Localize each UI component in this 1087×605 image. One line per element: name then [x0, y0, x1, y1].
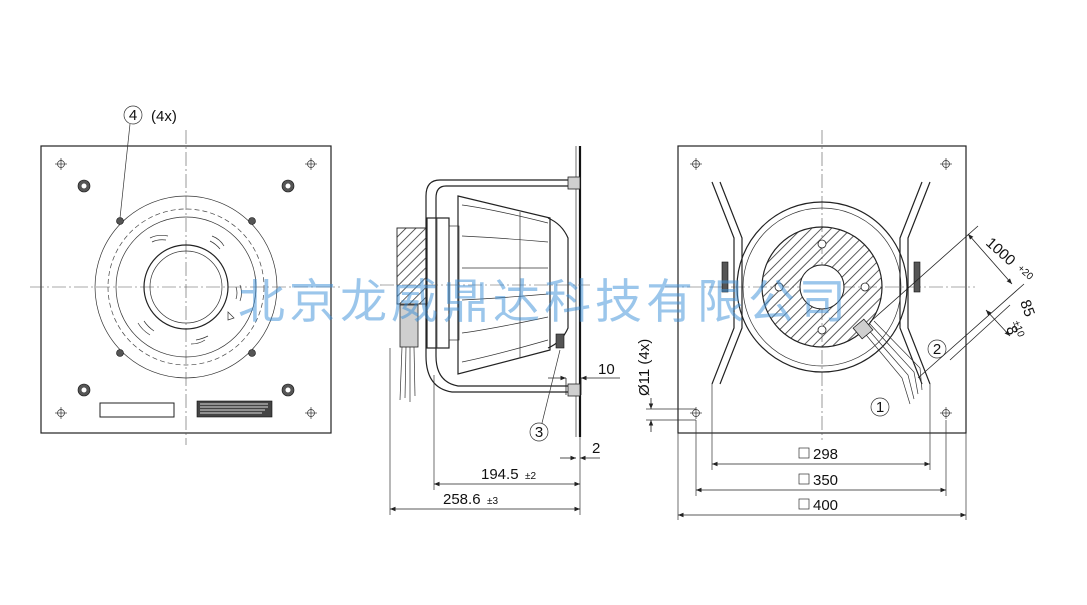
motor-heatsink [396, 227, 428, 305]
callout-4-qty: (4x) [151, 108, 177, 125]
dim-350: 350 [813, 472, 838, 489]
callout-4-circle [123, 105, 143, 125]
dim-194-5: 194.5 [481, 466, 519, 483]
callout-2-number: 2 [933, 341, 941, 358]
callout-4-number: 4 [129, 107, 137, 124]
side-frame-lower [425, 179, 570, 393]
callout-3-number: 3 [535, 424, 543, 441]
rear-motor-hub [799, 264, 845, 310]
ring-holes [116, 217, 256, 357]
callout-1-circle [870, 397, 890, 417]
side-frame-upper [440, 179, 570, 187]
side-view: 3 10 2 194.5 ±2 258.6 ±3 [380, 146, 620, 515]
dim-298: 298 [813, 446, 838, 463]
inlet-ring-dashed [107, 208, 265, 366]
rear-ring-outer [736, 201, 908, 373]
dim-258-6: 258.6 [443, 491, 481, 508]
rear-cables [861, 320, 923, 405]
company-watermark: 北京龙威鼎达科技有限公司 [238, 275, 850, 330]
label-plate-right [196, 400, 273, 418]
dim-2: 2 [592, 440, 600, 457]
front-blades [137, 234, 242, 345]
callout-3-leader [541, 349, 561, 424]
callout-2-circle [927, 339, 947, 359]
front-mounting-holes [55, 158, 317, 419]
rear-motor-bolts [774, 239, 870, 335]
dim-hole-diameter: Ø11 (4x) [636, 339, 653, 396]
cable-gland [399, 304, 419, 348]
dim-258-6-tol: ±3 [487, 496, 498, 507]
cable-length-dim [869, 225, 1025, 379]
impeller-body [457, 195, 551, 375]
rear-mounting-holes [690, 158, 952, 419]
dim-85-tol: ±10 [1010, 319, 1026, 339]
cables-side [399, 346, 416, 402]
dim-1000: 1000 [982, 234, 1018, 269]
dim-10: 10 [598, 361, 615, 378]
label-plate-left [99, 402, 175, 418]
dim-85: 85 [1016, 298, 1038, 319]
inlet-ring-outer [94, 195, 278, 379]
hub-outer [143, 244, 229, 330]
part-3-component [555, 333, 565, 349]
dim-194-5-tol: ±2 [525, 471, 536, 482]
front-view: 4 (4x) [30, 105, 340, 445]
dim-400: 400 [813, 497, 838, 514]
inlet-ring-inner [115, 216, 257, 358]
front-bolts [77, 179, 295, 397]
callout-4-leader [119, 123, 131, 219]
support-struts [711, 181, 931, 385]
callout-3-circle [529, 422, 549, 442]
hub-inner [149, 250, 223, 324]
label-text-lines [200, 403, 268, 414]
dim-1000-tol: +20 [1015, 263, 1035, 283]
callout-1-number: 1 [876, 399, 884, 416]
